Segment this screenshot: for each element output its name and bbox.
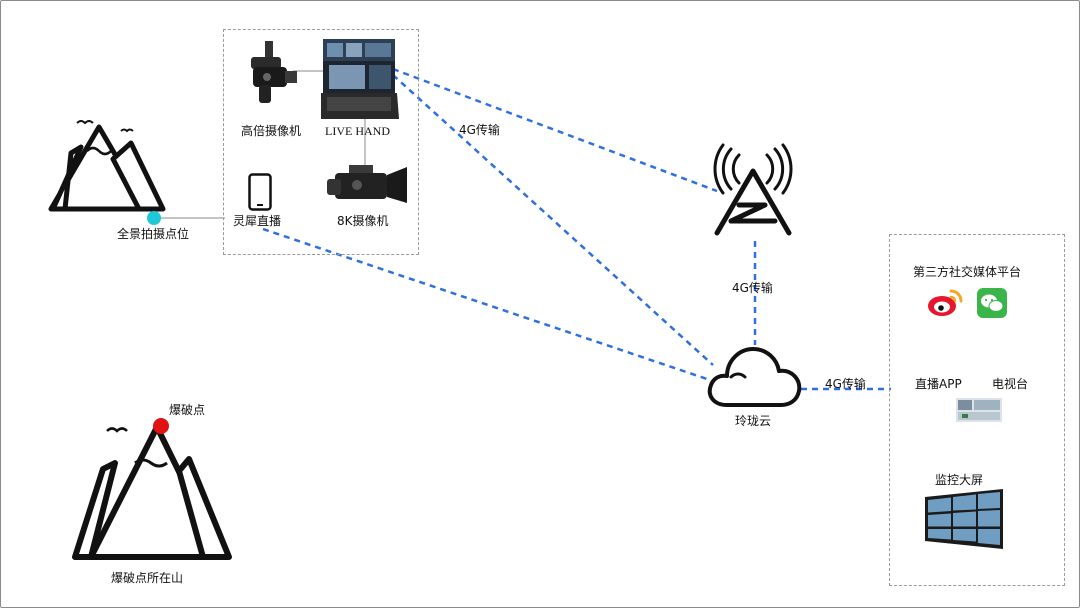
video-wall-icon	[925, 489, 1003, 549]
mountain-icon	[48, 120, 166, 212]
app-screen	[956, 398, 1002, 422]
panorama-mountain	[47, 113, 167, 217]
live-hand-label: LIVE HAND	[325, 124, 390, 138]
lingxi-live-label: 灵犀直播	[233, 214, 282, 228]
monitor-wall-label: 监控大屏	[935, 473, 984, 487]
link-laptop-tower	[392, 67, 718, 193]
social-platforms-label: 第三方社交媒体平台	[913, 265, 1022, 279]
high-zoom-camera	[245, 39, 299, 107]
panorama-marker	[146, 210, 162, 226]
cloud-label: 玲珑云	[735, 414, 772, 428]
laptop-icon	[321, 39, 399, 119]
link-laptop-cloud	[392, 74, 714, 366]
app-screen-icon	[956, 398, 1002, 422]
lingxi-cloud	[705, 339, 805, 411]
cloud-icon	[707, 347, 802, 407]
link-cloud-output-label: 4G传输	[825, 377, 866, 391]
high-zoom-camera-label: 高倍摄像机	[241, 124, 302, 138]
monitor-wall	[925, 489, 1005, 549]
video-camera-icon	[327, 165, 407, 203]
blast-marker	[152, 417, 170, 435]
live-hand-laptop	[321, 37, 399, 121]
link-top-label: 4G传输	[459, 123, 500, 137]
weibo-icon	[928, 289, 963, 316]
blast-mountain-label: 爆破点所在山	[111, 571, 184, 585]
blast-mountain	[71, 423, 233, 565]
video-camera-icon	[251, 41, 297, 103]
signal-tower-icon	[713, 143, 793, 236]
phone-icon	[248, 173, 272, 211]
weibo-logo	[927, 287, 963, 317]
link-tower-cloud-label: 4G传输	[732, 281, 773, 295]
mountain-icon	[72, 424, 232, 560]
device-group	[223, 29, 419, 255]
panorama-point-label: 全景拍摄点位	[117, 227, 190, 241]
signal-tower	[709, 143, 797, 239]
camera-8k	[327, 163, 411, 207]
blast-point-label: 爆破点	[169, 403, 206, 417]
wechat-icon	[977, 288, 1007, 318]
camera-8k-label: 8K摄像机	[337, 214, 389, 228]
tv-station-label: 电视台	[992, 377, 1029, 391]
wechat-logo	[977, 288, 1007, 318]
lingxi-phone	[248, 173, 272, 211]
live-app-label: 直播APP	[915, 377, 962, 391]
output-group	[889, 234, 1065, 586]
